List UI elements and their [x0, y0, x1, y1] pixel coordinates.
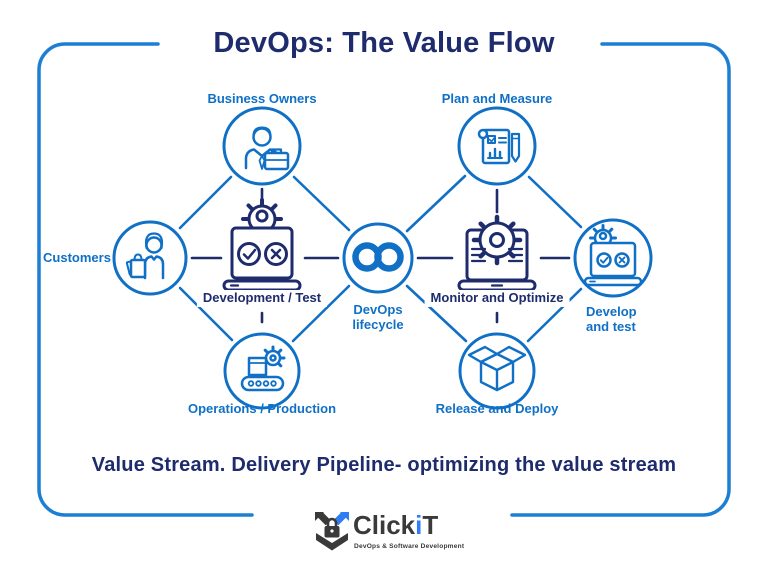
develop-and-test-label: Develop and test	[586, 304, 637, 334]
frame-border	[37, 42, 731, 517]
check-icon	[237, 242, 261, 266]
plan-measure-label: Plan and Measure	[441, 91, 553, 106]
caption-text: Value Stream. Delivery Pipeline- optimiz…	[91, 454, 677, 476]
diamond-connectors	[178, 174, 583, 343]
plan-measure-icon	[477, 128, 521, 165]
operations-production-label: Operations / Production	[187, 401, 337, 416]
customers-label: Customers	[43, 250, 111, 265]
release-deploy-icon	[467, 345, 527, 392]
monitor-optimize-icon	[457, 214, 537, 292]
lock-icon	[324, 517, 340, 538]
business-owners-label: Business Owners	[207, 91, 317, 106]
logo-tagline: DevOps & Software Development	[354, 543, 465, 550]
arrow-up-right-icon	[333, 512, 349, 526]
develop-test-icon	[583, 224, 643, 287]
check-icon	[596, 252, 612, 268]
clickit-wordmark: ClickiT	[353, 512, 438, 538]
development-test-label: Development / Test	[196, 290, 328, 307]
x-icon	[614, 252, 630, 268]
brand-accent: i	[415, 510, 423, 540]
operations-icon	[240, 345, 286, 392]
brand-suffix: T	[422, 510, 439, 540]
business-owner-icon	[244, 126, 290, 171]
arrow-down-icon	[316, 533, 348, 551]
monitor-optimize-label: Monitor and Optimize	[424, 290, 570, 307]
development-test-icon	[222, 198, 302, 292]
arrow-up-left-icon	[315, 512, 331, 526]
brand-prefix: Click	[353, 510, 416, 540]
x-icon	[264, 242, 288, 266]
devops-lifecycle-label: DevOps lifecycle	[352, 302, 404, 332]
customer-icon	[125, 232, 165, 280]
clickit-logo-icon	[315, 512, 349, 551]
infinity-icon	[352, 242, 404, 272]
page-title: DevOps: The Value Flow	[213, 27, 555, 59]
release-deploy-label: Release and Deploy	[435, 401, 559, 416]
